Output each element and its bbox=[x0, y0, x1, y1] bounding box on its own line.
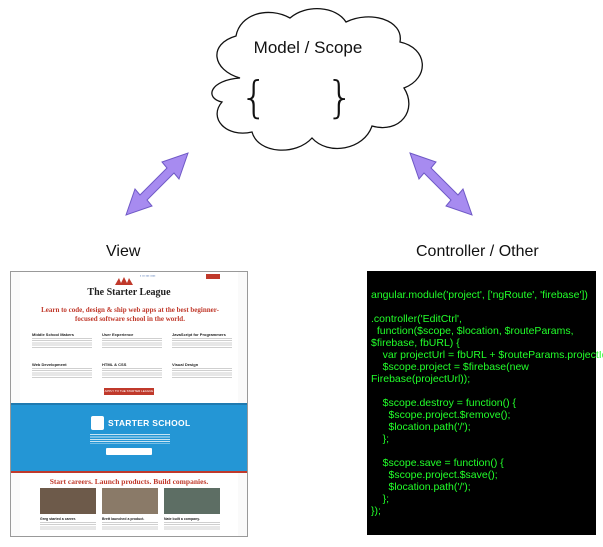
controller-code-panel: angular.module('project', ['ngRoute', 'f… bbox=[367, 271, 603, 535]
code-line: }); bbox=[371, 505, 381, 517]
website-course-text bbox=[32, 338, 92, 348]
story-caption: Nate built a company. bbox=[164, 517, 200, 521]
code-line: }; bbox=[371, 433, 390, 445]
story-text bbox=[164, 522, 220, 530]
story-photo bbox=[102, 488, 158, 514]
website-course: JavaScript for Programmers bbox=[172, 332, 232, 348]
website-nav: ▪ ▪▪ ▪▪▪ ▪▪▪▪ bbox=[140, 274, 156, 278]
website-course-text bbox=[102, 368, 162, 378]
website-brand: The Starter League bbox=[87, 287, 171, 298]
website-course-text bbox=[102, 338, 162, 348]
starter-school-icon bbox=[91, 416, 104, 430]
controller-label: Controller / Other bbox=[416, 243, 539, 260]
website-course-title: JavaScript for Programmers bbox=[172, 332, 226, 337]
website-section-divider bbox=[11, 471, 247, 473]
website-band-title: STARTER SCHOOL bbox=[108, 418, 191, 428]
code-line: .controller('EditCtrl', bbox=[371, 313, 462, 325]
website-course-title: Web Development bbox=[32, 362, 67, 367]
website-apply-button[interactable]: APPLY TO THE STARTER LEAGUE bbox=[104, 388, 154, 395]
website-course-text bbox=[32, 368, 92, 378]
story-text bbox=[102, 522, 158, 530]
code-line: $scope.save = function() { bbox=[371, 457, 504, 469]
code-line: function($scope, $location, $routeParams… bbox=[371, 325, 574, 337]
model-controller-arrow bbox=[409, 152, 473, 216]
cloud-title: Model / Scope bbox=[253, 38, 363, 57]
website-section-heading: Start careers. Launch products. Build co… bbox=[49, 477, 209, 486]
cloud-shape bbox=[211, 7, 423, 151]
code-line: $firebase, fbURL) { bbox=[371, 337, 460, 349]
website-course-text bbox=[172, 368, 232, 378]
website-course-title: HTML & CSS bbox=[102, 362, 127, 367]
website-course: HTML & CSS bbox=[102, 362, 162, 378]
website-course: Visual Design bbox=[172, 362, 232, 378]
cloud-braces: { } bbox=[240, 72, 376, 123]
starter-league-logo-icon bbox=[115, 277, 133, 285]
website-page: ▪ ▪▪ ▪▪▪ ▪▪▪▪ The Starter League Learn t… bbox=[11, 272, 247, 536]
view-model-arrow bbox=[125, 152, 189, 216]
website-course-title: Visual Design bbox=[172, 362, 199, 367]
code-line: $location.path('/'); bbox=[371, 481, 471, 493]
code-line: Firebase(projectUrl)); bbox=[371, 373, 471, 385]
website-headline: Learn to code, design & ship web apps at… bbox=[41, 306, 219, 323]
website-course-title: User Experience bbox=[102, 332, 134, 337]
website-course: Middle School Makers bbox=[32, 332, 92, 348]
website-course: User Experience bbox=[102, 332, 162, 348]
code-line: $scope.project = $firebase(new bbox=[371, 361, 529, 373]
code-line: $scope.project.$save(); bbox=[371, 469, 498, 481]
code-line: $scope.project.$remove(); bbox=[371, 409, 511, 421]
website-band-button[interactable] bbox=[106, 448, 152, 455]
website-course-title: Middle School Makers bbox=[32, 332, 75, 337]
code-line: var projectUrl = fbURL + $routeParams.pr… bbox=[371, 349, 603, 361]
story-photo bbox=[40, 488, 96, 514]
website-band-text bbox=[90, 434, 170, 444]
story-caption: Brett launched a product. bbox=[102, 517, 145, 521]
code-line: $location.path('/'); bbox=[371, 421, 471, 433]
story-text bbox=[40, 522, 96, 530]
website-course-text bbox=[172, 338, 232, 348]
code-line: $scope.destroy = function() { bbox=[371, 397, 517, 409]
website-band-divider bbox=[11, 403, 247, 405]
code-line: }; bbox=[371, 493, 390, 505]
website-course: Web Development bbox=[32, 362, 92, 378]
story-caption: Greg started a career. bbox=[40, 517, 76, 521]
story-photo bbox=[164, 488, 220, 514]
website-screenshot: ▪ ▪▪ ▪▪▪ ▪▪▪▪ The Starter League Learn t… bbox=[10, 271, 248, 537]
website-nav-button[interactable] bbox=[206, 274, 220, 279]
code-line: angular.module('project', ['ngRoute', 'f… bbox=[371, 289, 588, 301]
view-label: View bbox=[106, 243, 141, 260]
